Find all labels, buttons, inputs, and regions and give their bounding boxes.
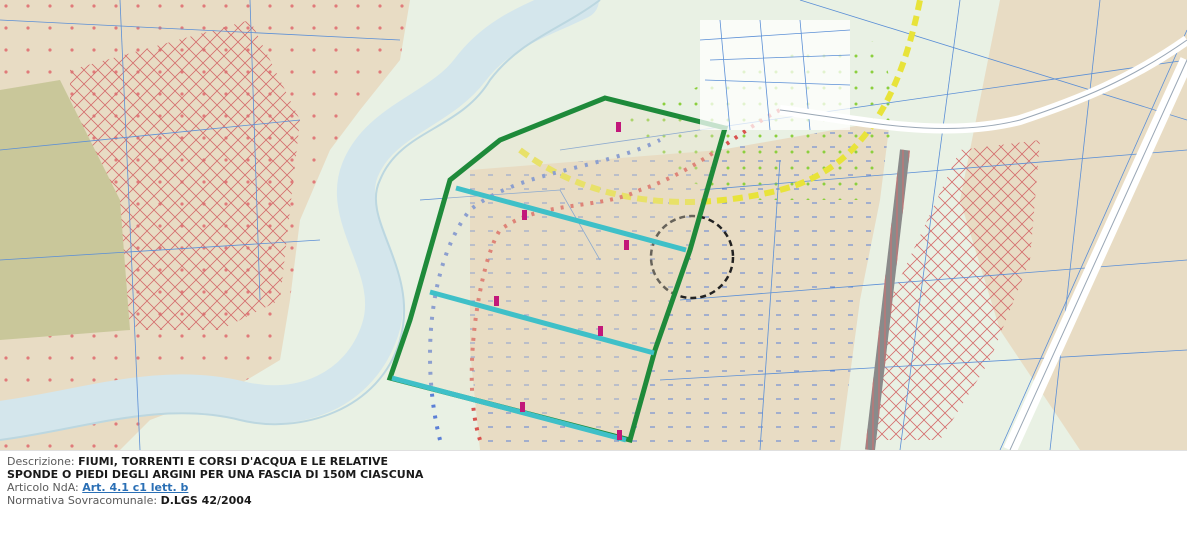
site-band-1 (455, 185, 687, 253)
site-band-2 (429, 289, 655, 356)
map-canvas[interactable] (0, 0, 1187, 450)
site-marker (616, 122, 621, 132)
olive-zone (0, 80, 130, 340)
regulation-value: D.LGS 42/2004 (160, 494, 252, 507)
river (0, 0, 599, 439)
tan-zone-east (960, 0, 1187, 450)
site-marker (624, 240, 629, 250)
regulation-row: Normativa Sovracomunale: D.LGS 42/2004 (7, 494, 427, 507)
site-marker (522, 210, 527, 220)
article-link[interactable]: Art. 4.1 c1 lett. b (82, 481, 189, 494)
article-label: Articolo NdA: (7, 481, 79, 494)
regulation-label: Normativa Sovracomunale: (7, 494, 158, 507)
site-marker (520, 402, 525, 412)
river-bank (0, 0, 601, 441)
dashed-circle-marker-icon[interactable] (649, 214, 735, 300)
road-edge (1009, 59, 1187, 450)
description-value: FIUMI, TORRENTI E CORSI D'ACQUA E LE REL… (7, 455, 424, 481)
road-edge (779, 39, 1187, 130)
site-band-3 (391, 375, 627, 443)
site-marker (598, 326, 603, 336)
buffer-arc-dashed (518, 0, 923, 205)
description-row: Descrizione: FIUMI, TORRENTI E CORSI D'A… (7, 455, 427, 481)
project-site[interactable] (386, 95, 729, 444)
site-marker (617, 430, 622, 440)
hatched-zone-west (70, 20, 300, 330)
railway-line (865, 149, 910, 450)
parcel-lines (0, 0, 1187, 450)
hatched-zone-east (870, 140, 1040, 440)
description-label: Descrizione: (7, 455, 75, 468)
site-marker (494, 296, 499, 306)
site-outline (386, 95, 729, 444)
blue-triangle-boundary (428, 138, 661, 441)
feature-info-panel: Descrizione: FIUMI, TORRENTI E CORSI D'A… (7, 455, 427, 507)
article-row: Articolo NdA: Art. 4.1 c1 lett. b (7, 481, 427, 494)
map-view[interactable] (0, 0, 1187, 451)
